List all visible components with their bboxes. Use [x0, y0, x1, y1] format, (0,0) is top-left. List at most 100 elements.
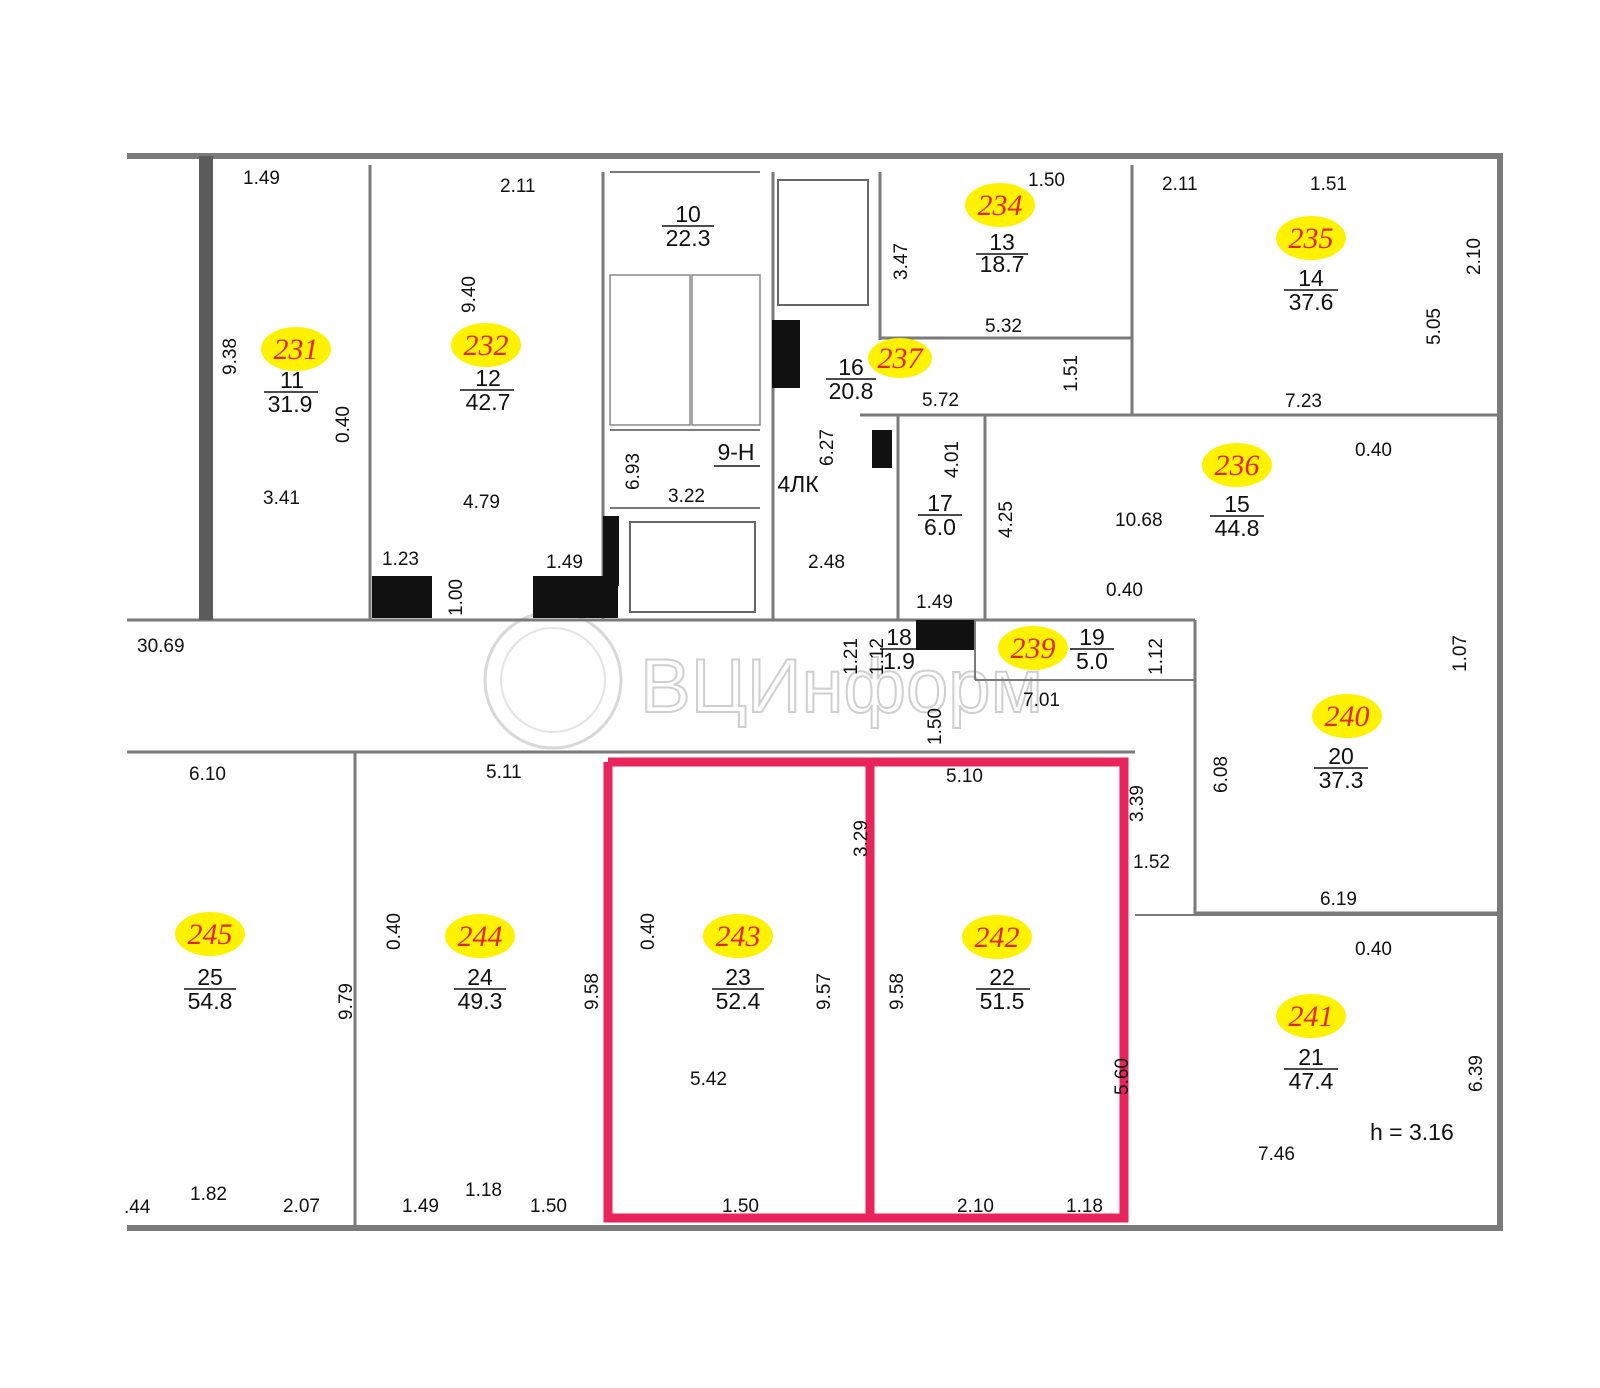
svg-text:237: 237	[878, 342, 925, 375]
svg-text:245: 245	[188, 918, 233, 951]
svg-text:9.38: 9.38	[220, 338, 241, 375]
svg-text:31.9: 31.9	[268, 391, 313, 417]
svg-text:51.5: 51.5	[980, 988, 1025, 1014]
svg-text:23: 23	[725, 964, 751, 990]
dimensions: 1.49 2.11 1.50 2.11 1.51 2.10 3.47 5.32 …	[124, 168, 1487, 1218]
svg-text:5.10: 5.10	[946, 766, 983, 787]
room-17: 17 6.0	[918, 490, 962, 540]
svg-text:231: 231	[274, 333, 319, 366]
svg-text:1.51: 1.51	[1310, 174, 1347, 195]
svg-text:239: 239	[1011, 632, 1056, 665]
svg-text:1.49: 1.49	[402, 1196, 439, 1217]
svg-text:0.40: 0.40	[1355, 939, 1392, 960]
height-note: h = 3.16	[1370, 1119, 1454, 1145]
room-235: 235 14 37.6	[1276, 216, 1346, 315]
svg-text:7.23: 7.23	[1285, 391, 1322, 412]
vent-grille	[872, 430, 892, 468]
svg-text:6.19: 6.19	[1320, 889, 1357, 910]
svg-text:6.27: 6.27	[817, 429, 838, 466]
svg-text:235: 235	[1289, 222, 1334, 255]
svg-text:9.58: 9.58	[582, 973, 603, 1010]
svg-text:0.40: 0.40	[638, 913, 659, 950]
svg-text:236: 236	[1215, 449, 1260, 482]
svg-text:44.8: 44.8	[1215, 515, 1260, 541]
svg-text:20: 20	[1328, 743, 1354, 769]
svg-text:18.7: 18.7	[980, 251, 1025, 277]
svg-text:0.40: 0.40	[333, 406, 354, 443]
svg-text:243: 243	[716, 920, 761, 953]
svg-text:17: 17	[927, 490, 953, 516]
svg-text:0.40: 0.40	[1106, 580, 1143, 601]
svg-text:6.08: 6.08	[1211, 756, 1232, 793]
svg-text:6.93: 6.93	[623, 453, 644, 490]
vent-grille	[772, 320, 800, 388]
svg-text:1.52: 1.52	[1133, 852, 1170, 873]
svg-text:49.3: 49.3	[458, 988, 503, 1014]
svg-text:7.01: 7.01	[1023, 690, 1060, 711]
svg-text:1.9: 1.9	[883, 648, 915, 674]
svg-text:1.49: 1.49	[243, 168, 280, 189]
svg-text:240: 240	[1325, 700, 1370, 733]
svg-text:9.58: 9.58	[887, 973, 908, 1010]
svg-text:52.4: 52.4	[716, 988, 761, 1014]
room-18: 18 1.9	[880, 624, 918, 674]
svg-text:20.8: 20.8	[829, 378, 874, 404]
watermark-text: ВЦИнформ	[640, 644, 1043, 729]
svg-text:5.32: 5.32	[985, 316, 1022, 337]
svg-text:0.40: 0.40	[384, 913, 405, 950]
svg-text:24: 24	[467, 964, 493, 990]
svg-text:244: 244	[458, 920, 503, 953]
svg-text:7.46: 7.46	[1258, 1144, 1295, 1165]
svg-text:2.11: 2.11	[1162, 174, 1198, 195]
walls	[127, 153, 1503, 1231]
room-234: 234 13 18.7	[965, 183, 1035, 277]
vent-grille	[603, 516, 619, 586]
svg-text:9.79: 9.79	[336, 983, 357, 1020]
vent-grille	[916, 620, 974, 650]
svg-text:3.41: 3.41	[263, 488, 300, 509]
svg-text:0.40: 0.40	[1355, 440, 1392, 461]
svg-text:47.4: 47.4	[1289, 1068, 1334, 1094]
room-241: 241 21 47.4	[1276, 994, 1346, 1094]
svg-text:1.07: 1.07	[1450, 635, 1471, 672]
room-239: 239 19 5.0	[998, 624, 1114, 674]
room-242: 242 22 51.5	[962, 915, 1032, 1014]
svg-text:1.50: 1.50	[1028, 170, 1065, 191]
vent-grille	[372, 576, 432, 618]
svg-text:2.10: 2.10	[1464, 238, 1485, 275]
room-232: 232 12 42.7	[451, 323, 521, 415]
svg-text:9.40: 9.40	[459, 276, 480, 313]
highlight-outline	[603, 757, 1129, 1223]
svg-text:1.49: 1.49	[546, 552, 583, 573]
svg-text:242: 242	[975, 921, 1020, 954]
svg-text:1.49: 1.49	[916, 592, 953, 613]
svg-text:10.68: 10.68	[1115, 510, 1163, 531]
svg-text:3.47: 3.47	[891, 243, 912, 280]
svg-text:22.3: 22.3	[666, 225, 711, 251]
svg-text:1.50: 1.50	[530, 1196, 567, 1217]
svg-text:2.07: 2.07	[283, 1196, 320, 1217]
svg-text:9-Н: 9-Н	[717, 439, 754, 465]
corridor-label: 9-Н 4ЛК	[714, 439, 819, 497]
svg-text:1.23: 1.23	[382, 549, 419, 570]
svg-text:1.50: 1.50	[925, 708, 946, 745]
room-labels: 231 11 31.9 232 12 42.7 10 22.3 234 13 1…	[175, 183, 1382, 1094]
svg-text:4.25: 4.25	[996, 501, 1017, 538]
svg-text:42.7: 42.7	[466, 389, 511, 415]
room-244: 244 24 49.3	[445, 914, 515, 1014]
room-237: 237 16 20.8	[826, 338, 932, 404]
svg-text:234: 234	[978, 189, 1023, 222]
svg-text:232: 232	[464, 329, 509, 362]
svg-text:54.8: 54.8	[188, 988, 233, 1014]
svg-text:5.11: 5.11	[486, 762, 522, 783]
svg-text:25: 25	[197, 964, 223, 990]
svg-text:5.60: 5.60	[1112, 1058, 1133, 1095]
svg-text:1.12: 1.12	[1146, 638, 1167, 675]
svg-text:3.29: 3.29	[851, 820, 872, 857]
svg-text:37.6: 37.6	[1289, 289, 1334, 315]
room-236: 236 15 44.8	[1202, 443, 1272, 541]
svg-text:1.50: 1.50	[722, 1196, 759, 1217]
room-245: 245 25 54.8	[175, 912, 245, 1014]
svg-text:5.0: 5.0	[1076, 648, 1108, 674]
